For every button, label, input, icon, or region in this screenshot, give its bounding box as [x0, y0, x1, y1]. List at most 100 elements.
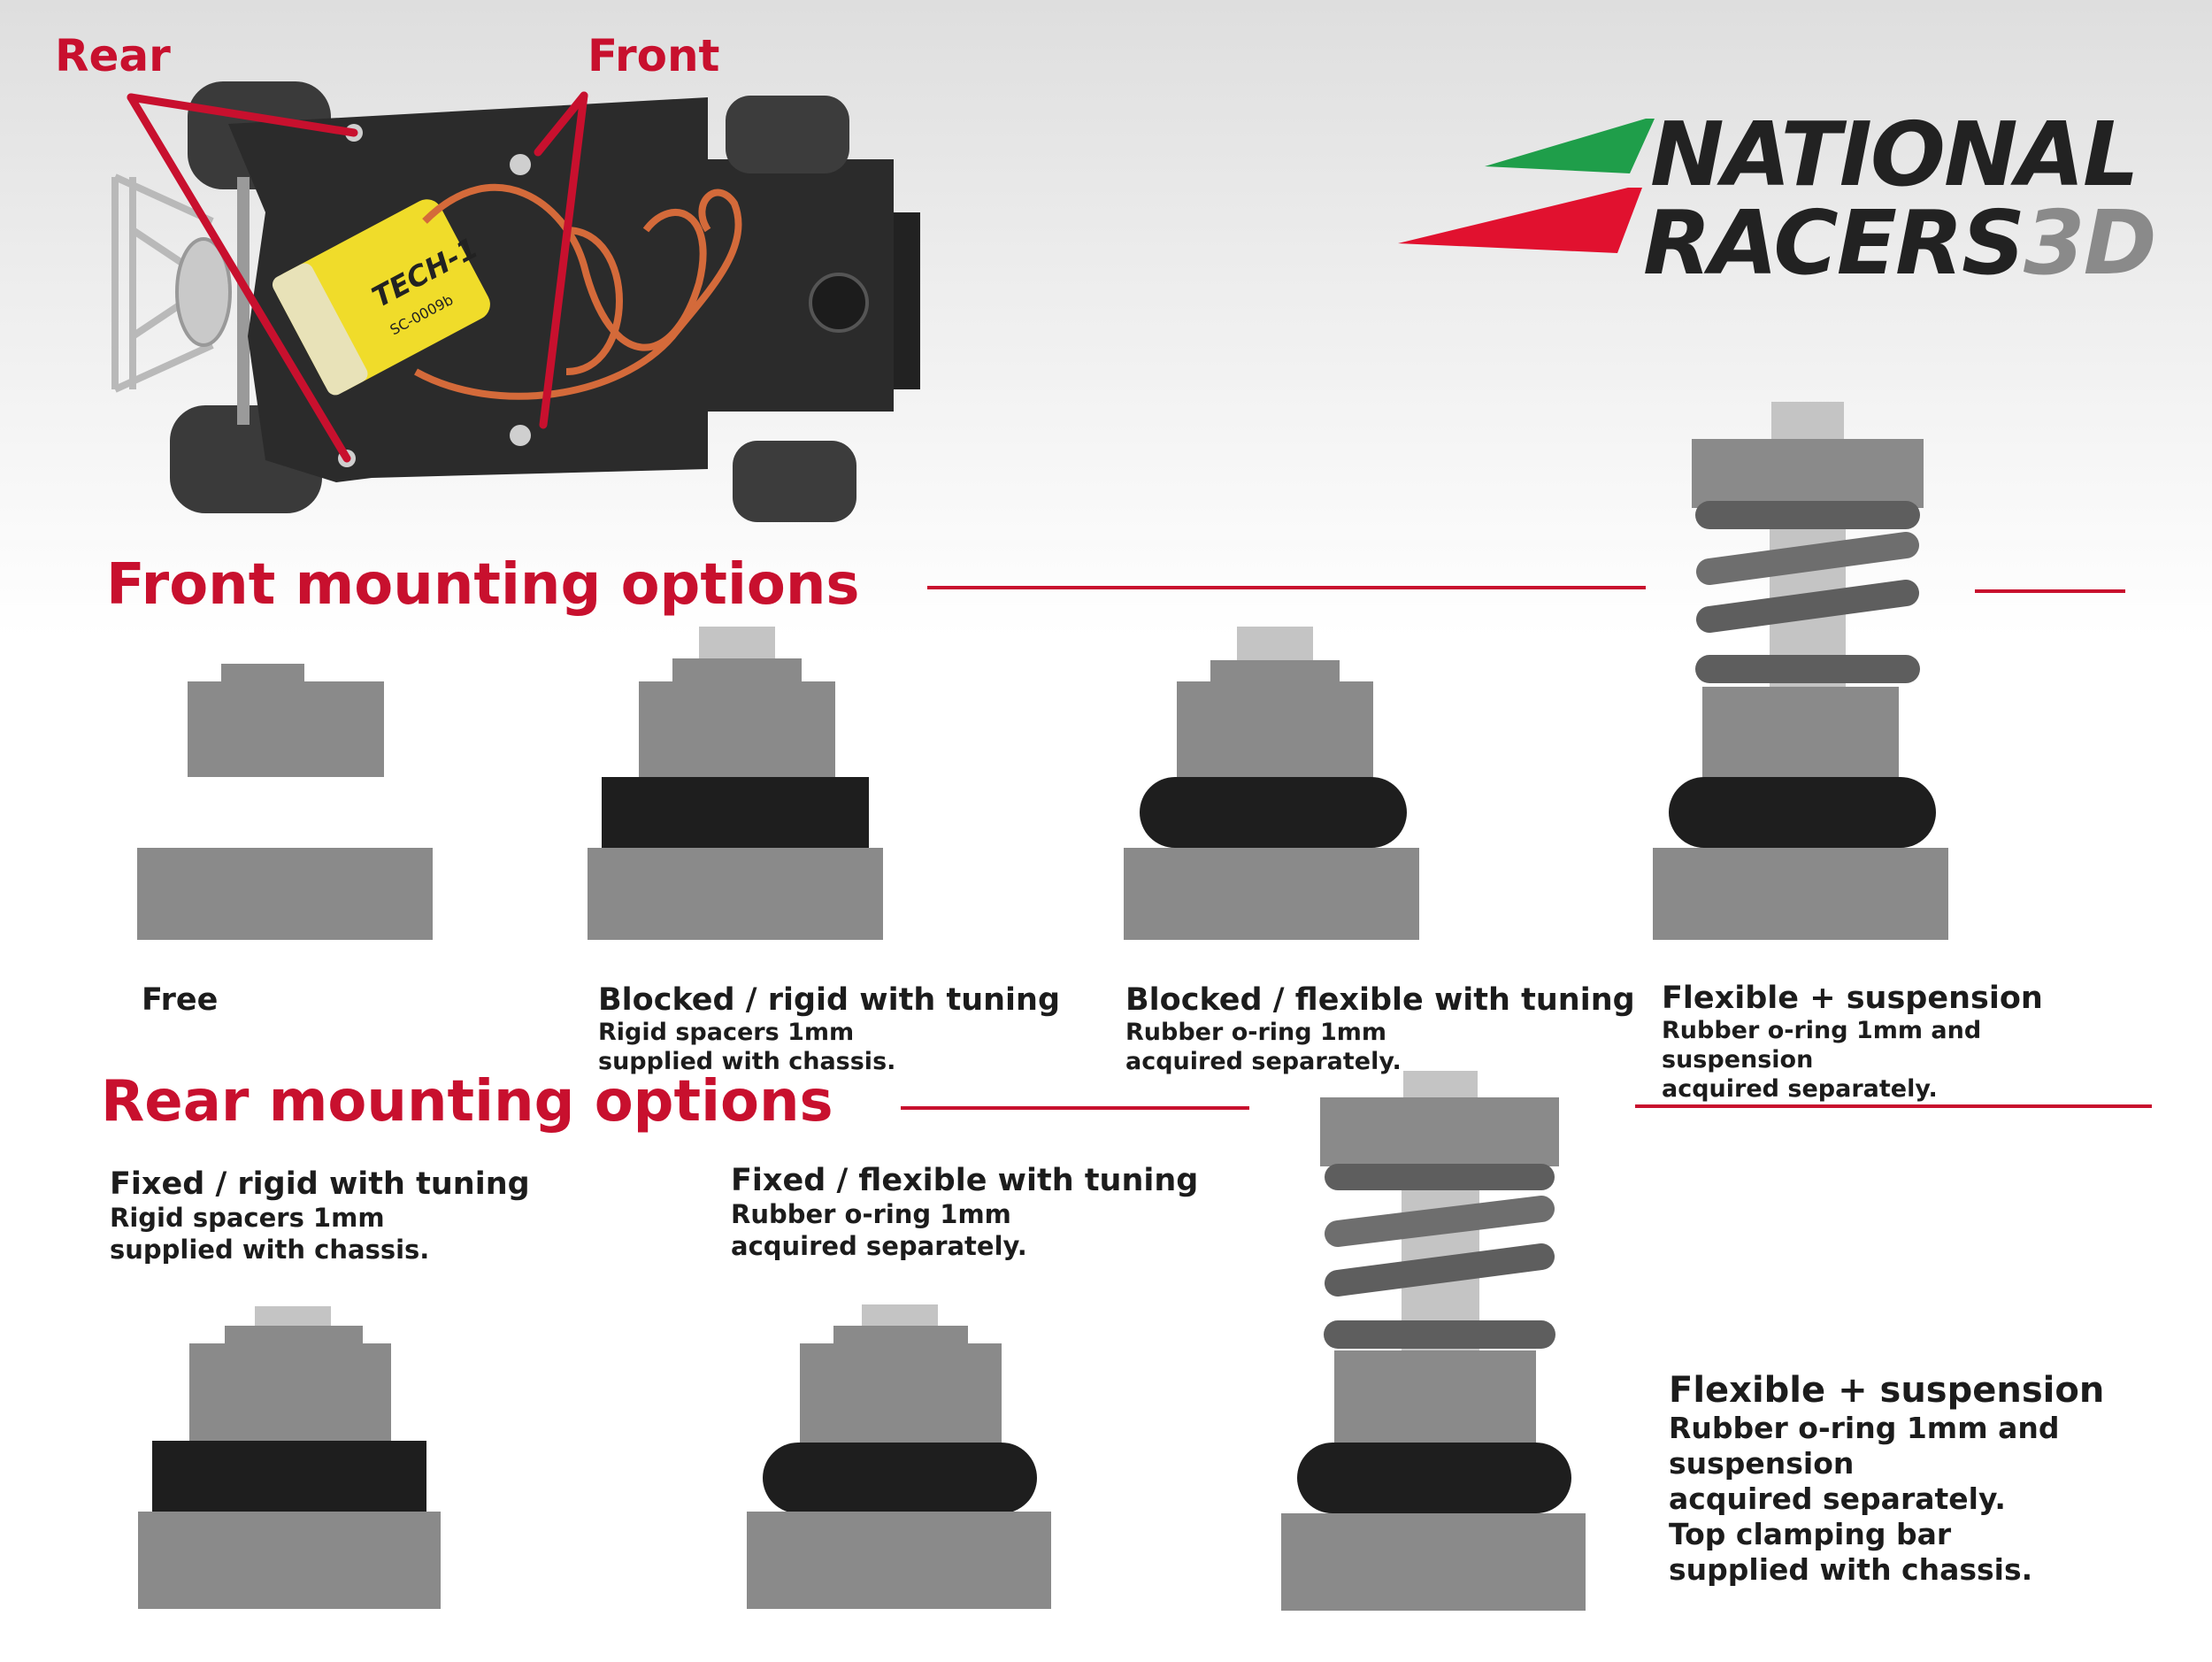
front-wheel-bottom [733, 441, 856, 522]
chassis-rail [894, 212, 920, 389]
front-mount-blocked-flexible [1124, 627, 1419, 940]
desc-line: acquired separately. [1662, 1075, 1938, 1103]
top-clamp [1320, 1097, 1559, 1166]
front-mount-free [137, 664, 433, 940]
rear-option-2-title: Fixed / flexible with tuning [731, 1163, 1199, 1198]
rear-heading: Rear mounting options [101, 1069, 833, 1135]
section-rules [901, 586, 2152, 1110]
desc-line: suspension [1662, 1046, 1814, 1073]
rear-option-2-desc: Rubber o-ring 1mm acquired separately. [731, 1198, 1198, 1262]
base-block [1124, 848, 1419, 940]
rubber-oring [1140, 777, 1407, 848]
rear-option-3-title: Flexible + suspension [1669, 1370, 2105, 1411]
base-block [1653, 848, 1948, 940]
upper-block-cap [225, 1326, 363, 1345]
upper-block [800, 1343, 1002, 1444]
front-mount-blocked-rigid [588, 627, 883, 940]
front-option-1-title: Free [142, 982, 219, 1018]
front-option-4: Flexible + suspension Rubber o-ring 1mm … [1662, 981, 2043, 1104]
logo-green-swoosh [1485, 119, 1655, 173]
desc-line: Rubber o-ring 1mm [1125, 1019, 1387, 1046]
desc-line: Top clamping bar [1669, 1517, 1952, 1551]
pin-top [1771, 402, 1844, 442]
front-callout-label: Front [588, 30, 720, 81]
desc-line: Rubber o-ring 1mm [731, 1199, 1011, 1229]
desc-line: acquired separately. [1669, 1481, 2006, 1516]
spring [1695, 501, 1920, 683]
spring [1324, 1164, 1555, 1349]
base-block [588, 848, 883, 940]
rear-wing-frame [111, 173, 215, 393]
rear-pointer-bottom [127, 93, 351, 463]
rear-callout-label: Rear [55, 30, 171, 81]
front-option-3-desc: Rubber o-ring 1mm acquired separately. [1125, 1018, 1635, 1076]
brand-line2-main: RACERS [1643, 191, 2025, 295]
front-option-3-title: Blocked / flexible with tuning [1125, 982, 1635, 1018]
base-block [137, 848, 433, 940]
rear-axle [237, 177, 250, 425]
desc-line: Rigid spacers 1mm [110, 1203, 385, 1233]
desc-line: acquired separately. [1125, 1048, 1402, 1075]
rear-mount-fixed-flexible [747, 1304, 1051, 1609]
rear-mount-fixed-rigid [138, 1306, 441, 1609]
upper-block [1334, 1350, 1536, 1444]
pin-top [699, 627, 775, 660]
rear-option-3: Flexible + suspension Rubber o-ring 1mm … [1669, 1370, 2104, 1588]
wiring [414, 183, 742, 400]
pin-top [1237, 627, 1313, 662]
base-block [1281, 1513, 1586, 1611]
rear-mount-flexible-suspension [1281, 1071, 1586, 1611]
desc-line: Rubber o-ring 1mm and [1662, 1017, 1982, 1044]
chassis-photo: TECH-1 SC-0009b [111, 81, 920, 522]
upper-block [189, 1343, 391, 1443]
front-guide [809, 273, 869, 333]
rigid-spacer [602, 777, 869, 848]
front-wheel-top [726, 96, 849, 173]
base-block [138, 1512, 441, 1609]
desc-line: acquired separately. [731, 1231, 1027, 1261]
upper-block [1177, 681, 1373, 781]
base-block [747, 1512, 1051, 1609]
front-option-2: Blocked / rigid with tuning Rigid spacer… [598, 982, 1060, 1076]
rubber-oring [763, 1443, 1037, 1513]
front-option-3: Blocked / flexible with tuning Rubber o-… [1125, 982, 1635, 1076]
front-option-2-desc: Rigid spacers 1mm supplied with chassis. [598, 1018, 1060, 1076]
front-heading: Front mounting options [106, 552, 860, 618]
rigid-spacer [152, 1441, 426, 1512]
desc-line: supplied with chassis. [598, 1048, 896, 1075]
upper-block [188, 681, 384, 777]
upper-block-cap [1210, 660, 1340, 683]
rear-option-3-desc: Rubber o-ring 1mm and suspension acquire… [1669, 1411, 2104, 1588]
screw-front-bottom [510, 425, 531, 446]
pin-top [1403, 1071, 1478, 1101]
rear-option-1-desc: Rigid spacers 1mm supplied with chassis. [110, 1202, 530, 1266]
desc-line: Rubber o-ring 1mm and [1669, 1411, 2060, 1445]
front-option-4-title: Flexible + suspension [1662, 981, 2043, 1016]
desc-line: supplied with chassis. [110, 1235, 430, 1265]
rear-option-2: Fixed / flexible with tuning Rubber o-ri… [731, 1163, 1198, 1262]
brand-logo-swooshes [1398, 119, 1655, 253]
desc-line: supplied with chassis. [1669, 1552, 2033, 1587]
front-mount-flexible-suspension [1653, 402, 1948, 940]
front-option-2-title: Blocked / rigid with tuning [598, 982, 1060, 1018]
screw-front-top [510, 154, 531, 175]
brand-line1: NATIONAL [1650, 103, 2139, 206]
pin-top [862, 1304, 938, 1327]
rear-option-1: Fixed / rigid with tuning Rigid spacers … [110, 1166, 530, 1266]
upper-block-cap [221, 664, 304, 683]
front-option-4-desc: Rubber o-ring 1mm and suspension acquire… [1662, 1016, 2043, 1104]
logo-red-swoosh [1398, 188, 1642, 253]
front-pointer-top [534, 91, 588, 157]
top-clamp [1692, 439, 1924, 508]
brand-logo: NATIONAL RACERS3D [1643, 103, 2157, 288]
front-pointer-bottom [539, 91, 588, 429]
upper-block [639, 681, 835, 779]
callout-lines [127, 91, 588, 463]
motor: TECH-1 SC-0009b [272, 199, 490, 396]
rear-pointer-top [127, 93, 358, 137]
upper-block-cap [833, 1326, 968, 1345]
crown-gear [175, 237, 232, 347]
rear-option-1-title: Fixed / rigid with tuning [110, 1166, 530, 1202]
upper-block-cap [672, 658, 802, 683]
